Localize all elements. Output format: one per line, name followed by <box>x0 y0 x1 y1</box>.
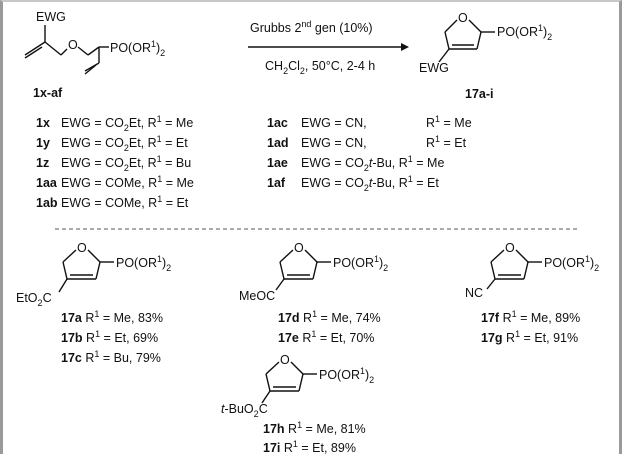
nitrile-group: NC <box>465 286 483 300</box>
tbu-ester-group: t-BuO2C <box>221 402 268 419</box>
svg-text:O: O <box>458 11 468 25</box>
svg-text:PO(OR1)2: PO(OR1)2 <box>110 39 165 58</box>
ewg-label: EWG <box>36 10 66 24</box>
svg-text:PO(OR1)2: PO(OR1)2 <box>497 23 552 42</box>
reaction-arrow: Grubbs 2nd gen (10%) CH2Cl2, 50°C, 2-4 h <box>248 19 409 76</box>
product-label: 17a-i <box>465 87 494 101</box>
product-17a-c: O PO(OR1)2 EtO2C 17a R1 = Me, 83% 17b R1… <box>16 241 171 365</box>
svg-text:PO(OR1)2: PO(OR1)2 <box>116 254 171 273</box>
reaction-scheme: EWG O PO(OR1)2 1x-af Grubbs 2nd gen (10%… <box>16 10 599 455</box>
svg-text:O: O <box>280 353 290 367</box>
product-17c: 17c R1 = Bu, 79% <box>61 349 161 365</box>
svg-text:PO(OR1)2: PO(OR1)2 <box>319 366 374 385</box>
product-17h: 17h R1 = Me, 81% <box>263 420 366 436</box>
product-17f: 17f R1 = Me, 89% <box>481 309 580 325</box>
conditions-label: CH2Cl2, 50°C, 2-4 h <box>265 59 375 76</box>
svg-text:O: O <box>505 241 515 255</box>
figure-frame: EWG O PO(OR1)2 1x-af Grubbs 2nd gen (10%… <box>0 0 622 455</box>
svg-text:EWG: EWG <box>419 61 449 75</box>
svg-text:PO(OR1)2: PO(OR1)2 <box>333 254 388 273</box>
ketone-group: MeOC <box>239 289 275 303</box>
ether-oxygen: O <box>68 38 78 52</box>
svg-text:O: O <box>77 241 87 255</box>
product-17h-i: O PO(OR1)2 t-BuO2C 17h R1 = Me, 81% 17i … <box>221 353 374 455</box>
substrate-structure: EWG O PO(OR1)2 1x-af <box>24 10 165 100</box>
product-17b: 17b R1 = Et, 69% <box>61 329 158 345</box>
catalyst-label: Grubbs 2nd gen (10%) <box>250 19 373 35</box>
product-17e: 17e R1 = Et, 70% <box>278 329 374 345</box>
product-17f-g: O PO(OR1)2 NC 17f R1 = Me, 89% 17g R1 = … <box>465 241 599 345</box>
svg-text:PO(OR1)2: PO(OR1)2 <box>544 254 599 273</box>
product-17d-e: O PO(OR1)2 MeOC 17d R1 = Me, 74% 17e R1 … <box>239 241 388 345</box>
svg-text:O: O <box>294 241 304 255</box>
product-17i: 17i R1 = Et, 89% <box>263 439 356 455</box>
substrate-label: 1x-af <box>33 86 63 100</box>
product-17a: 17a R1 = Me, 83% <box>61 309 163 325</box>
ester-group: EtO2C <box>16 291 52 308</box>
product-17d: 17d R1 = Me, 74% <box>278 309 381 325</box>
product-17g: 17g R1 = Et, 91% <box>481 329 578 345</box>
product-structure: O PO(OR1)2 EWG 17a-i <box>419 11 552 101</box>
